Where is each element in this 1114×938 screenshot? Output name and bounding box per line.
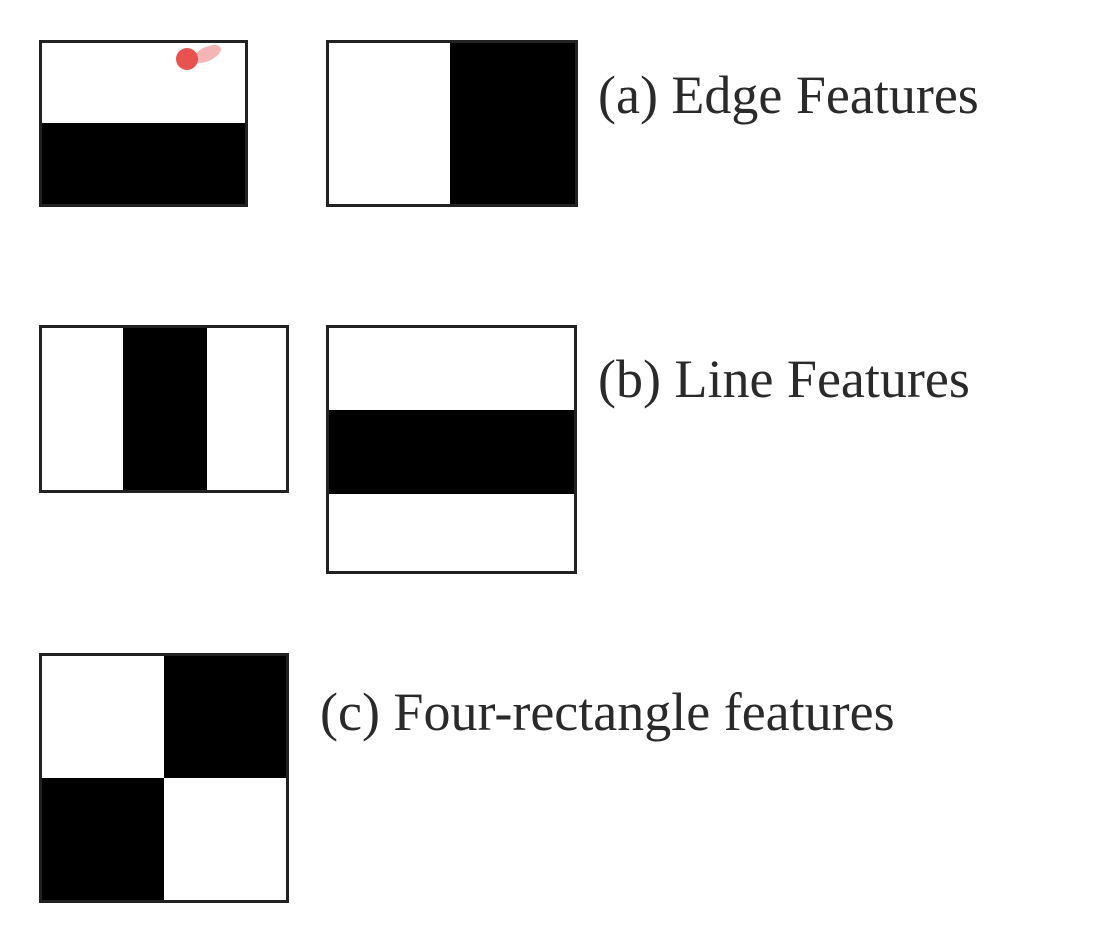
caption-four-rectangle-features: (c) Four-rectangle features: [320, 682, 895, 742]
caption-line-features: (b) Line Features: [598, 349, 970, 409]
cursor-dot: [176, 48, 198, 70]
dark-region: [329, 410, 574, 494]
caption-edge-features: (a) Edge Features: [598, 65, 979, 125]
dark-region: [450, 43, 575, 204]
dark-region: [42, 123, 245, 204]
dark-region-bottom-left: [42, 778, 164, 900]
edge-feature-horizontal: [39, 40, 248, 207]
dark-region: [123, 328, 207, 490]
dark-region-top-right: [164, 656, 286, 778]
four-rectangle-feature: [39, 653, 289, 903]
line-feature-horizontal: [326, 325, 577, 574]
edge-feature-vertical: [326, 40, 578, 207]
line-feature-vertical: [39, 325, 289, 493]
